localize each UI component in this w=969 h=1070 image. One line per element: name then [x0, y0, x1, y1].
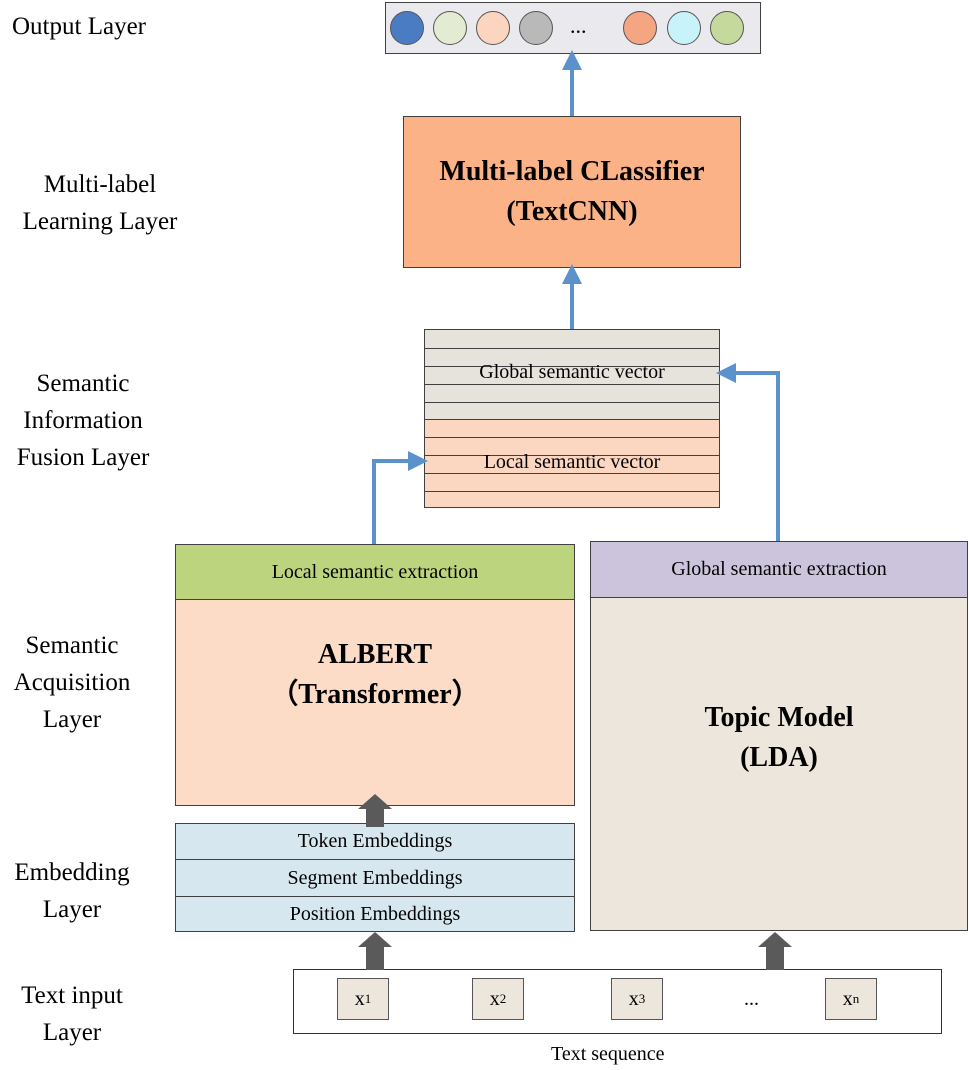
token-sub: 3 [638, 991, 646, 1006]
embedding-stack: Token Embeddings Segment Embeddings Posi… [175, 823, 575, 932]
fusion-local-region [425, 419, 719, 507]
layer-label-line: Semantic [25, 632, 119, 659]
local-semantic-vector-label: Local semantic vector [483, 451, 661, 473]
output-circle [667, 11, 701, 45]
albert-header: Local semantic extraction [176, 545, 574, 600]
fusion-vector-box: Global semantic vector Local semantic ve… [424, 329, 720, 508]
token-base: x [489, 987, 500, 1010]
layer-label-line: Layer [42, 896, 102, 923]
layer-label-line: Acquisition [13, 669, 131, 696]
layer-label-output: Output Layer [12, 8, 146, 45]
output-circle [519, 11, 553, 45]
layer-label-line: Output Layer [12, 13, 146, 40]
fusion-stripe [425, 366, 719, 367]
topic-subtitle: (LDA) [740, 742, 818, 773]
classifier-subtitle: (TextCNN) [506, 196, 638, 227]
fusion-stripe [425, 491, 719, 492]
output-circle [623, 11, 657, 45]
arrow-topic-to-global-vector [716, 363, 780, 541]
layer-label-line: Information [23, 407, 143, 434]
layer-label-multilabel: Multi-label Learning Layer [2, 166, 198, 240]
token-sub: 2 [499, 991, 507, 1006]
classifier-box: Multi-label CLassifier (TextCNN) [403, 116, 741, 268]
topic-title: Topic Model [704, 702, 854, 733]
layer-label-line: Multi-label [43, 171, 157, 198]
fusion-stripe [425, 419, 719, 420]
text-sequence-caption: Text sequence [551, 1043, 665, 1065]
arrow-embedding-to-albert [358, 794, 392, 827]
global-semantic-vector-label: Global semantic vector [479, 361, 665, 383]
arrow-input-to-topic [758, 932, 792, 970]
layer-label-line: Learning Layer [22, 208, 178, 235]
layer-label-embedding: Embedding Layer [0, 854, 144, 928]
classifier-title: Multi-label CLassifier [439, 156, 705, 187]
fusion-global-region [425, 330, 719, 419]
token-sub: n [852, 991, 860, 1006]
token-base: x [628, 987, 639, 1010]
layer-label-fusion: Semantic Information Fusion Layer [0, 365, 166, 476]
layer-label-line: Embedding [14, 859, 130, 886]
arrow-input-to-embedding [358, 932, 392, 970]
output-circle [476, 11, 510, 45]
output-circle [433, 11, 467, 45]
albert-subtitle: （Transformer） [270, 679, 480, 710]
token-embeddings: Token Embeddings [176, 824, 574, 860]
fusion-stripe [425, 437, 719, 438]
fusion-stripe [425, 455, 719, 456]
layer-label-line: Semantic [36, 370, 130, 397]
token-ellipsis: ... [744, 988, 759, 1010]
token-base: x [354, 987, 365, 1010]
layer-label-text-input: Text input Layer [4, 977, 140, 1051]
topic-model-box: Global semantic extraction Topic Model (… [590, 541, 968, 931]
fusion-stripe [425, 384, 719, 385]
layer-label-line: Text input [21, 982, 123, 1009]
output-ellipsis: ... [570, 13, 587, 38]
layer-label-line: Fusion Layer [16, 444, 150, 471]
albert-title: ALBERT [317, 639, 433, 670]
layer-label-acquisition: Semantic Acquisition Layer [0, 627, 144, 738]
text-input-box [293, 969, 942, 1034]
token-base: x [842, 987, 853, 1010]
fusion-stripe [425, 402, 719, 403]
output-circle [390, 11, 424, 45]
fusion-stripe [425, 348, 719, 349]
arrow-albert-to-local-vector [372, 451, 428, 544]
output-vector-box: ... [385, 2, 761, 54]
token-sub: 1 [364, 991, 372, 1006]
albert-title-group: ALBERT （Transformer） [176, 635, 574, 715]
position-embeddings: Position Embeddings [289, 903, 461, 925]
segment-embeddings: Segment Embeddings [176, 860, 574, 897]
layer-label-line: Layer [42, 706, 102, 733]
layer-label-line: Layer [42, 1019, 102, 1046]
topic-header: Global semantic extraction [591, 542, 967, 598]
topic-title-group: Topic Model (LDA) [591, 698, 967, 778]
fusion-stripe [425, 473, 719, 474]
output-circle [710, 11, 744, 45]
